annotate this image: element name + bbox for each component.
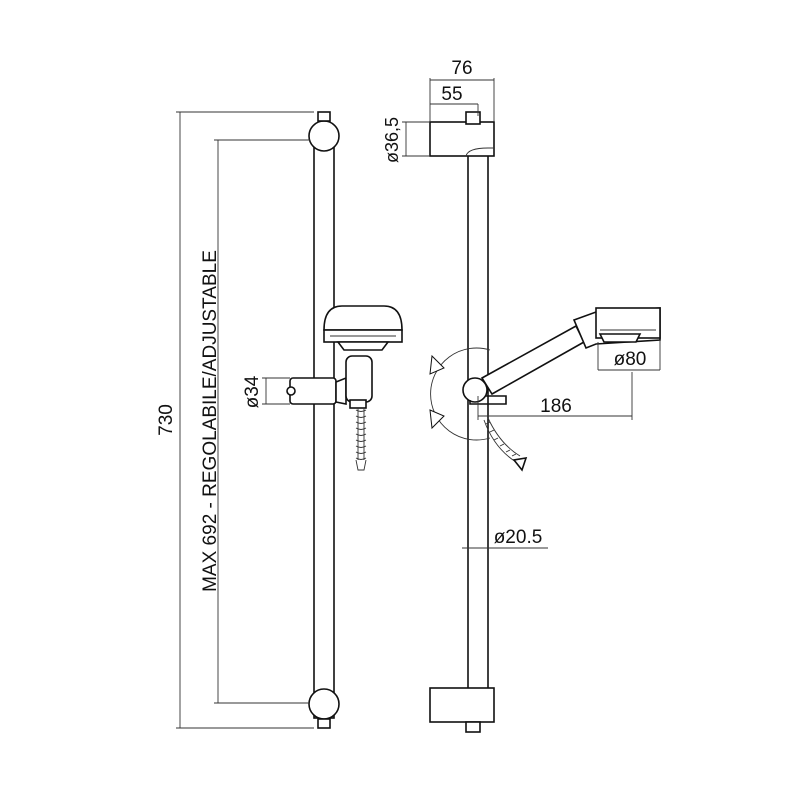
dim-186 bbox=[477, 372, 633, 420]
dim-730 bbox=[176, 111, 314, 729]
dim-76 bbox=[429, 78, 495, 122]
dim-80 bbox=[597, 340, 661, 371]
dim-692 bbox=[214, 139, 310, 704]
dim-186-label: 186 bbox=[540, 396, 572, 417]
dim-34-label: ø34 bbox=[242, 375, 263, 408]
dim-730-label: 730 bbox=[156, 404, 177, 436]
dim-692-label: MAX 692 - REGOLABILE/ADJUSTABLE bbox=[200, 250, 221, 592]
dim-36-5-label: ø36,5 bbox=[382, 117, 402, 163]
side-hose bbox=[483, 417, 521, 463]
dim-76-label: 76 bbox=[451, 58, 472, 79]
front-view: 730 MAX 692 - REGOLABILE/ADJUSTABLE ø34 bbox=[156, 111, 403, 729]
side-view: ø36,5 76 55 ø80 186 bbox=[382, 58, 661, 733]
side-holder-joint bbox=[462, 377, 488, 403]
dim-34 bbox=[262, 377, 290, 405]
dim-36-5 bbox=[402, 121, 430, 157]
rotation-arc bbox=[430, 347, 491, 441]
side-bottom-bracket bbox=[429, 687, 495, 723]
side-top-bracket bbox=[429, 121, 495, 157]
front-bottom-cap bbox=[308, 688, 340, 720]
dim-55 bbox=[430, 103, 479, 116]
front-hose bbox=[357, 408, 365, 460]
side-shower-arm bbox=[480, 324, 586, 396]
dim-55-label: 55 bbox=[441, 84, 462, 105]
front-top-screw bbox=[317, 111, 331, 122]
dim-20-5-label: ø20.5 bbox=[494, 527, 543, 548]
front-rail bbox=[313, 127, 335, 719]
front-shower-head bbox=[323, 305, 403, 351]
dim-80-label: ø80 bbox=[614, 349, 647, 370]
front-bottom-screw bbox=[317, 718, 331, 729]
side-shower-head bbox=[572, 307, 661, 350]
front-holder bbox=[286, 355, 373, 409]
front-top-cap bbox=[308, 120, 340, 152]
